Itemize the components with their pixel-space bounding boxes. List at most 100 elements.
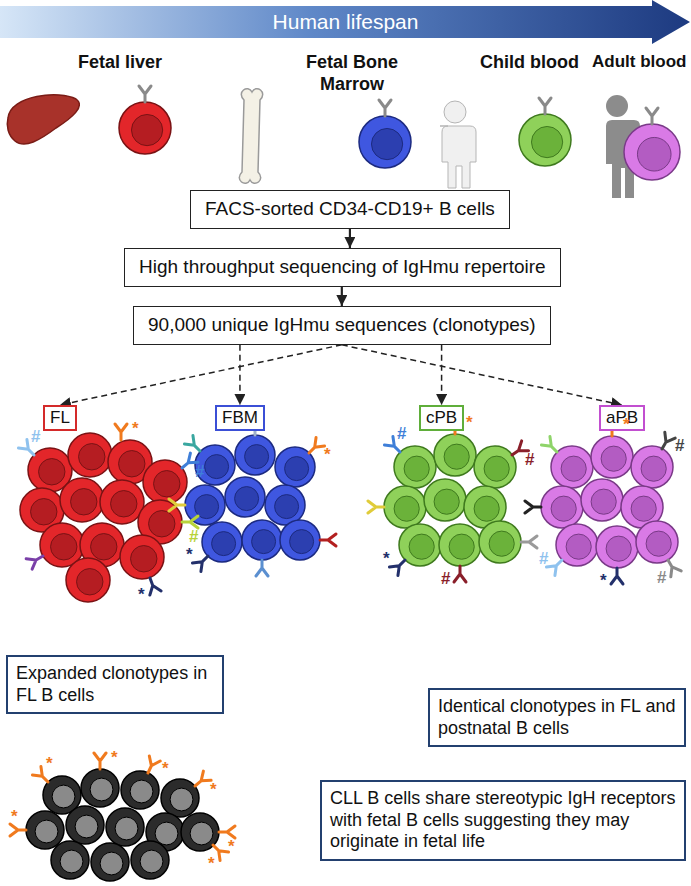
cell-nucleus xyxy=(51,534,77,560)
cell-body xyxy=(91,843,129,881)
child-body xyxy=(440,126,476,188)
antibody-symbol xyxy=(521,536,537,548)
cell-body xyxy=(185,485,225,525)
box-text: aPB xyxy=(606,408,638,428)
cell-nucleus xyxy=(409,534,434,559)
flow-arrow xyxy=(342,345,622,405)
group-tag: cPB xyxy=(419,405,464,431)
cell-nucleus xyxy=(52,785,75,808)
cell-nucleus xyxy=(119,451,145,477)
cell-body xyxy=(68,433,112,477)
cell-nucleus xyxy=(154,471,180,497)
cell-nucleus xyxy=(591,489,616,514)
b-cell xyxy=(424,479,466,521)
adult-head xyxy=(606,95,628,117)
child-icon xyxy=(440,101,476,188)
clone-mark: * xyxy=(162,760,169,777)
b-cell xyxy=(439,524,481,566)
cell-nucleus xyxy=(130,780,153,803)
clone-mark: # xyxy=(675,437,684,454)
clone-mark: * xyxy=(324,446,331,463)
antibody-symbol xyxy=(169,499,185,511)
b-cell xyxy=(265,485,305,525)
b-cell xyxy=(66,558,110,602)
clone-mark: # xyxy=(539,550,548,567)
flow-arrow xyxy=(239,345,241,405)
cell-body xyxy=(636,521,678,563)
cell-nucleus xyxy=(170,788,193,811)
tissue-label: Fetal Bone Marrow xyxy=(300,52,404,95)
cell-body xyxy=(131,841,169,879)
b-cell xyxy=(26,811,64,849)
cell-nucleus xyxy=(551,496,576,521)
tissue-label: Fetal liver xyxy=(78,52,162,74)
b-cell xyxy=(519,114,571,166)
cell-clusters xyxy=(10,86,681,881)
child-head xyxy=(444,101,466,123)
cell-nucleus xyxy=(111,491,137,517)
cell-body xyxy=(60,478,104,522)
cell-nucleus xyxy=(131,546,157,572)
b-cell xyxy=(185,485,225,525)
b-cell xyxy=(235,435,275,475)
cell-body xyxy=(280,520,320,560)
antibody-symbol xyxy=(389,556,409,576)
cell-nucleus xyxy=(561,456,586,481)
cell-body xyxy=(265,485,305,525)
box-text: FACS-sorted CD34-CD19+ B cells xyxy=(205,198,495,221)
antibody-symbol xyxy=(10,824,26,836)
clone-mark: * xyxy=(228,838,235,855)
cell-body xyxy=(66,806,104,844)
b-cell xyxy=(119,102,171,154)
cell-nucleus xyxy=(100,852,123,875)
clone-mark: * xyxy=(186,546,193,563)
antibody-symbol xyxy=(219,826,235,838)
cell-body xyxy=(100,480,144,524)
b-cell xyxy=(100,480,144,524)
cell-nucleus xyxy=(252,530,276,554)
b-cell xyxy=(51,841,89,879)
cell-nucleus xyxy=(444,444,469,469)
cell-nucleus xyxy=(212,532,236,556)
cell-nucleus xyxy=(140,850,163,873)
cell-nucleus xyxy=(606,536,631,561)
cell-nucleus xyxy=(190,822,213,845)
timeline-title: Human lifespan xyxy=(273,9,419,34)
cell-body xyxy=(581,479,623,521)
b-cell xyxy=(131,841,169,879)
cell-body xyxy=(161,779,199,817)
cell-body xyxy=(106,808,144,846)
cell-body xyxy=(81,769,119,807)
cell-body xyxy=(26,811,64,849)
clone-mark: # xyxy=(397,425,406,442)
antibody-symbol xyxy=(454,566,466,582)
cell-body xyxy=(225,477,265,517)
cell-body xyxy=(424,479,466,521)
cell-body xyxy=(519,114,571,166)
cell-nucleus xyxy=(637,137,671,171)
b-cell xyxy=(479,521,521,563)
b-cell xyxy=(106,808,144,846)
cell-nucleus xyxy=(75,815,98,838)
antibody-symbol xyxy=(646,108,658,124)
b-cell xyxy=(161,779,199,817)
b-cell xyxy=(596,526,638,568)
tissue-label: Child blood xyxy=(480,52,579,74)
cell-nucleus xyxy=(149,511,175,537)
cell-nucleus xyxy=(79,444,105,470)
process-box: High throughput sequencing of IgHmu repe… xyxy=(124,248,561,287)
b-cell xyxy=(143,460,187,504)
cell-body xyxy=(541,486,583,528)
cell-body xyxy=(143,460,187,504)
clone-mark: * xyxy=(208,855,215,872)
b-cell xyxy=(225,477,265,517)
arrow-fill xyxy=(0,0,690,44)
antibody-symbol xyxy=(305,437,325,457)
cell-nucleus xyxy=(115,817,138,840)
b-cell xyxy=(581,479,623,521)
b-cell xyxy=(280,520,320,560)
flow-arrow xyxy=(349,229,351,248)
cell-body xyxy=(631,446,673,488)
